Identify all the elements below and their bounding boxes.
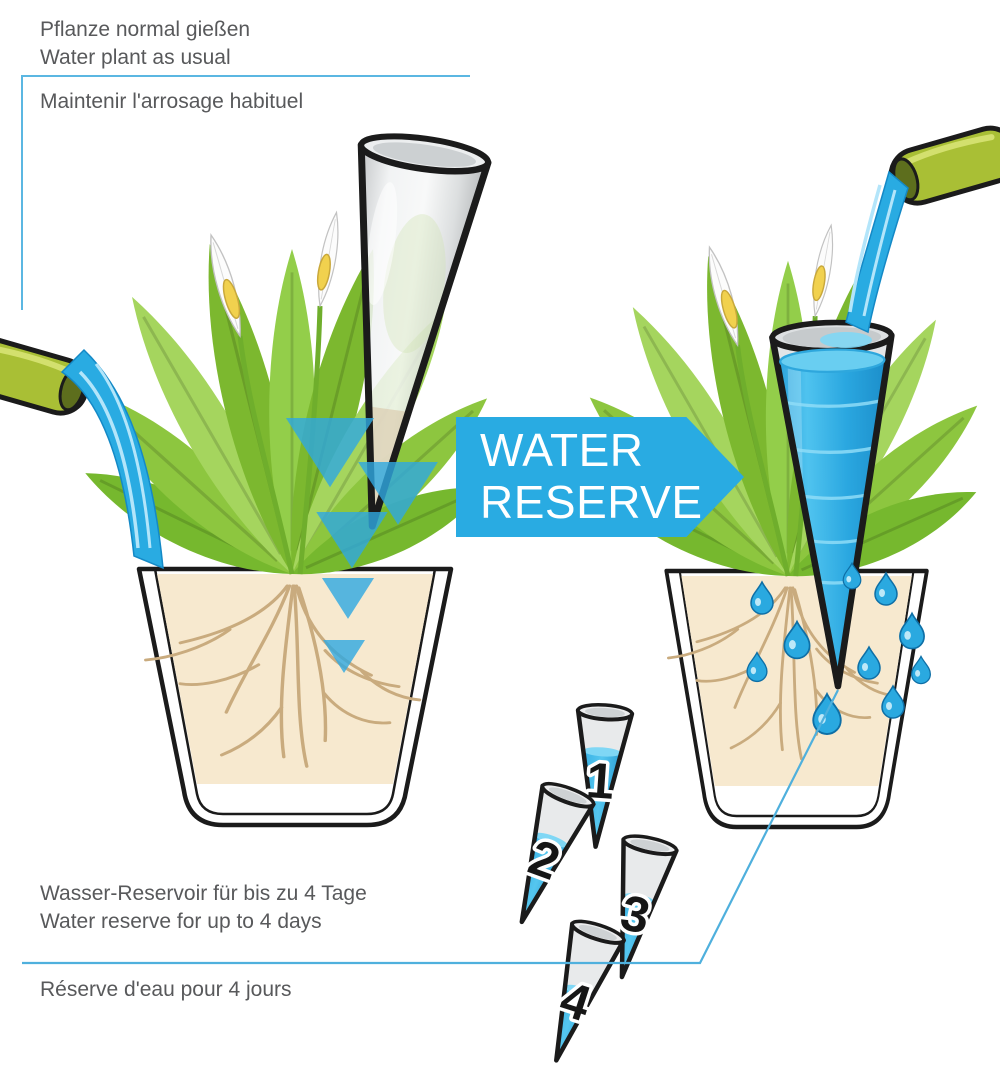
callout-lines — [21, 75, 839, 965]
bottom-label-en: Water reserve for up to 4 days — [40, 910, 322, 934]
top-callout-line — [21, 75, 470, 310]
water-reserve-banner: WATER RESERVE — [456, 417, 744, 537]
banner-line-1: WATER — [480, 424, 644, 477]
water-stream — [60, 348, 164, 570]
top-label-fr: Maintenir l'arrosage habituel — [40, 90, 304, 113]
top-instruction-fr: Maintenir l'arrosage habituel — [40, 88, 303, 116]
top-label-en: Water plant as usual — [40, 46, 231, 70]
bottom-callout-line — [22, 689, 839, 965]
empty-water-spike — [309, 133, 490, 535]
bottom-label-fr: Réserve d'eau pour 4 jours — [40, 978, 292, 1001]
spike-4: 4 — [521, 919, 626, 1074]
top-instruction-block: Pflanze normal gießen Water plant as usu… — [40, 16, 250, 72]
spike-2: 2 — [491, 781, 597, 944]
bottom-instruction-block: Wasser-Reservoir für bis zu 4 Tage Water… — [40, 880, 367, 936]
spike-set: 1 2 — [491, 703, 679, 1074]
bottom-label-de: Wasser-Reservoir für bis zu 4 Tage — [40, 882, 367, 905]
banner-line-2: RESERVE — [480, 476, 703, 528]
scene-water-reserve — [573, 122, 1000, 827]
scene-watering-as-usual — [0, 133, 504, 825]
water-stream — [820, 170, 909, 348]
top-label-de: Pflanze normal gießen — [40, 18, 251, 41]
bottom-instruction-fr: Réserve d'eau pour 4 jours — [40, 976, 292, 1004]
